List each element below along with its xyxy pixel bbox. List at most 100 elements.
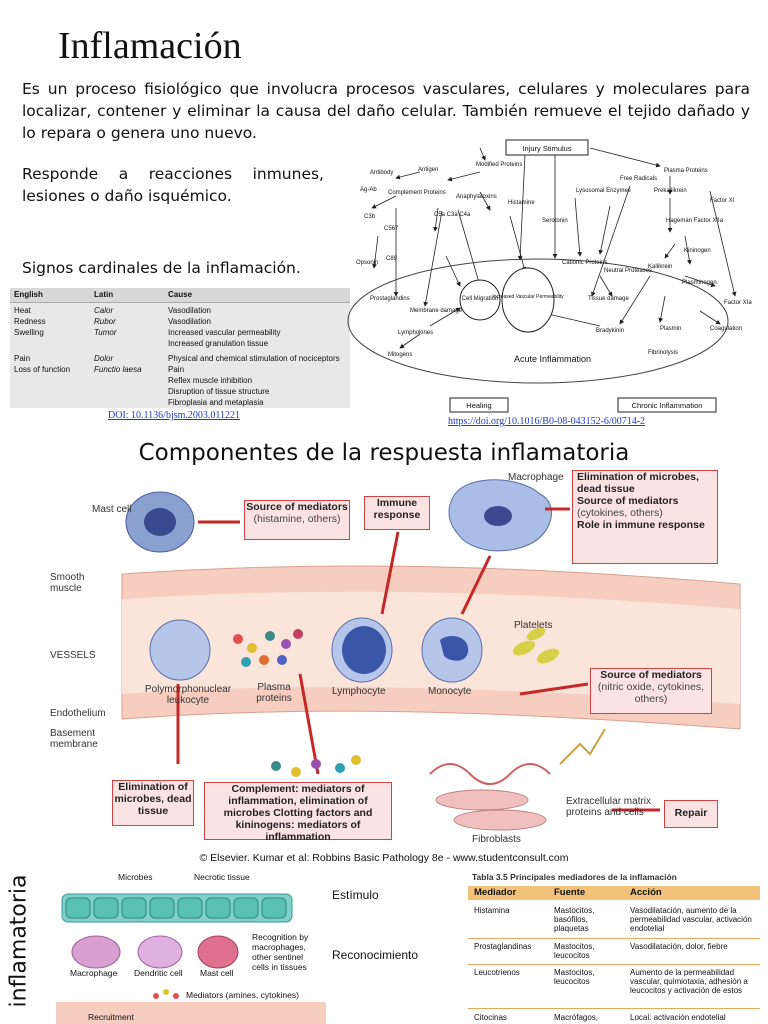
lymphocyte-nucleus bbox=[342, 626, 386, 674]
fibroblasts-label: Fibroblasts bbox=[472, 834, 521, 845]
signs-cell: Physical and chemical stimulation of noc… bbox=[168, 354, 340, 363]
necrotic-label: Necrotic tissue bbox=[194, 872, 250, 882]
source-mediators-2-sub: (nitric oxide, cytokines, others) bbox=[597, 681, 705, 705]
mediator-dots bbox=[153, 989, 179, 999]
healing-label: Healing bbox=[466, 401, 491, 410]
recognition-illustration bbox=[56, 893, 326, 1024]
components-illustration bbox=[121, 479, 741, 831]
source-mediators-2-label: Source of mediators bbox=[600, 669, 702, 681]
signs-cell: Calor bbox=[94, 306, 114, 315]
prekallikrein-label: Prekallikrein bbox=[654, 188, 687, 194]
recruitment-label: Recruitment bbox=[88, 1012, 134, 1022]
estimulo-label: Estímulo bbox=[332, 888, 379, 902]
source-mediators-box-2: Source of mediators (nitric oxide, cytok… bbox=[590, 668, 712, 714]
ecm-label: Extracellular matrix proteins and cells bbox=[566, 796, 652, 818]
copyright-text: © Elsevier. Kumar et al: Robbins Basic P… bbox=[199, 852, 569, 864]
source-mediators-1-sub: (histamine, others) bbox=[253, 513, 341, 525]
chronic-label: Chronic Inflammation bbox=[632, 401, 703, 410]
tissue-damage-label: Tissue damage bbox=[588, 296, 629, 302]
injury-stimulus-box bbox=[505, 139, 589, 156]
agab-label: Ag-Ab bbox=[360, 187, 377, 193]
fibroblast-cells bbox=[429, 728, 606, 831]
signs-cell: Pain bbox=[14, 354, 31, 363]
signs-cell: Increased granulation tissue bbox=[168, 339, 269, 348]
signs-cell: Vasodilation bbox=[168, 317, 211, 326]
mitogens-label: Mitogens bbox=[388, 352, 412, 358]
macrophage-role-box: Elimination of microbes, dead tissue Sou… bbox=[572, 470, 718, 564]
permeability-label: Increased Vascular Permeability bbox=[492, 294, 564, 300]
macrophage-box-line-4: Role in immune response bbox=[577, 519, 705, 531]
vessels-label: VESSELS bbox=[50, 650, 96, 661]
membrane-damage-label: Membrane damage bbox=[410, 308, 463, 314]
doi-link-right[interactable]: https://doi.org/10.1016/B0-08-043152-6/0… bbox=[448, 416, 646, 427]
kallikrein-label: Kallikrein bbox=[648, 264, 672, 270]
plasminogen-label: Plasminogen bbox=[682, 280, 717, 286]
dendritic-label: Dendritic cell bbox=[134, 968, 183, 978]
row2-mediador: Leucotrienos bbox=[474, 968, 520, 977]
macrophage-nucleus bbox=[484, 506, 512, 526]
monocyte-nucleus bbox=[440, 636, 469, 661]
signs-cell: Rubor bbox=[94, 317, 116, 326]
row0-fuente: Mastocitos, basófilos, plaquetas bbox=[554, 906, 595, 933]
mast-bottom-label: Mast cell bbox=[200, 968, 234, 978]
elimination-box: Elimination of microbes, dead tissue bbox=[112, 780, 194, 826]
c3a-label: C5a C3a C4a bbox=[434, 212, 471, 218]
table-row: Histamina Mastocitos, basófilos, plaquet… bbox=[468, 904, 760, 939]
mast-cell-nucleus bbox=[144, 508, 176, 536]
acute-label: Acute Inflammation bbox=[514, 354, 591, 364]
recruitment-band bbox=[56, 1002, 326, 1024]
monocyte-label: Monocyte bbox=[428, 686, 472, 697]
immune-response-box: Immune response bbox=[364, 496, 430, 530]
signs-cell: Reflex muscle inhibition bbox=[168, 376, 253, 385]
cell-migration-label: Cell Migration bbox=[462, 296, 499, 302]
intro-paragraph: Es un proceso fisiológico que involucra … bbox=[22, 80, 750, 142]
factor-xi-label: Factor XI bbox=[710, 198, 735, 204]
signs-cell: Loss of function bbox=[14, 365, 71, 374]
prostaglandins-label: Prostaglandins bbox=[370, 296, 410, 302]
plasmin-label: Plasmin bbox=[660, 326, 681, 332]
pmn-cell bbox=[149, 619, 211, 681]
mediators-table: Tabla 3.5 Principales mediadores de la i… bbox=[468, 872, 760, 1024]
row0-accion: Vasodilatación, aumento de la permeabili… bbox=[630, 906, 752, 933]
microbes-label: Microbes bbox=[118, 872, 153, 882]
complement-box: Complement: mediators of inflammation, e… bbox=[204, 782, 392, 843]
responds-paragraph: Responde a reacciones inmunes, lesiones … bbox=[22, 165, 324, 205]
macrophage-icon bbox=[71, 935, 121, 969]
fibrinolysis-label: Fibrinolysis bbox=[648, 350, 678, 356]
coagulation-label: Coagulation bbox=[710, 326, 742, 332]
row1-accion: Vasodilatación, dolor, fiebre bbox=[630, 942, 728, 951]
neutral-proteases-label: Neutral Proteases bbox=[604, 268, 652, 274]
factor-xia-label: Factor XIa bbox=[724, 300, 752, 306]
signs-cell: Pain bbox=[168, 365, 185, 374]
lymphokines-label: Lymphokines bbox=[398, 330, 433, 336]
acute-inflammation-ellipse bbox=[347, 258, 729, 384]
arrow-source2 bbox=[519, 682, 589, 696]
plasma-proteins-label: Plasma Proteins bbox=[664, 168, 708, 174]
signs-cell: Tumor bbox=[94, 328, 117, 337]
anaphylatoxins-label: Anaphylatoxins bbox=[456, 194, 497, 200]
injury-label: Injury Stimulus bbox=[522, 144, 571, 153]
table-row: Citocinas Macrófagos, Local: activación … bbox=[468, 1012, 760, 1024]
endothelium-label: Endothelium bbox=[50, 708, 106, 719]
opsonin-label: Opsonin bbox=[356, 260, 378, 266]
signs-header-cell: Cause bbox=[168, 290, 193, 299]
signs-header-cell: English bbox=[14, 290, 43, 299]
signs-cell: Redness bbox=[14, 317, 46, 326]
histamine-label: Histamine bbox=[508, 200, 535, 206]
macrophage-bottom-label: Macrophage bbox=[70, 968, 118, 978]
recognition-label: Recognition by macrophages, other sentin… bbox=[252, 932, 309, 972]
signs-cell: Vasodilation bbox=[168, 306, 211, 315]
doi-link-left[interactable]: DOI: 10.1136/bjsm.2003.011221 bbox=[108, 410, 241, 421]
kininogen-label: Kininogen bbox=[684, 248, 711, 254]
lysosomal-label: Lysosomal Enzymes bbox=[576, 188, 631, 194]
row3-mediador: Citocinas bbox=[474, 1013, 507, 1022]
source-mediators-1-label: Source of mediators bbox=[246, 501, 348, 513]
table-row: Prostaglandinas Mastocitos, leucocitos V… bbox=[468, 940, 760, 965]
arrow-mono bbox=[460, 555, 492, 615]
mediators-header: Mediador Fuente Acción bbox=[468, 886, 760, 900]
macrophage-label: Macrophage bbox=[508, 472, 564, 483]
hageman-label: Hageman Factor XIIa bbox=[666, 218, 724, 224]
modified-proteins-label: Modified Proteins bbox=[476, 162, 522, 168]
reconocimiento-label: Reconocimiento bbox=[332, 948, 419, 962]
